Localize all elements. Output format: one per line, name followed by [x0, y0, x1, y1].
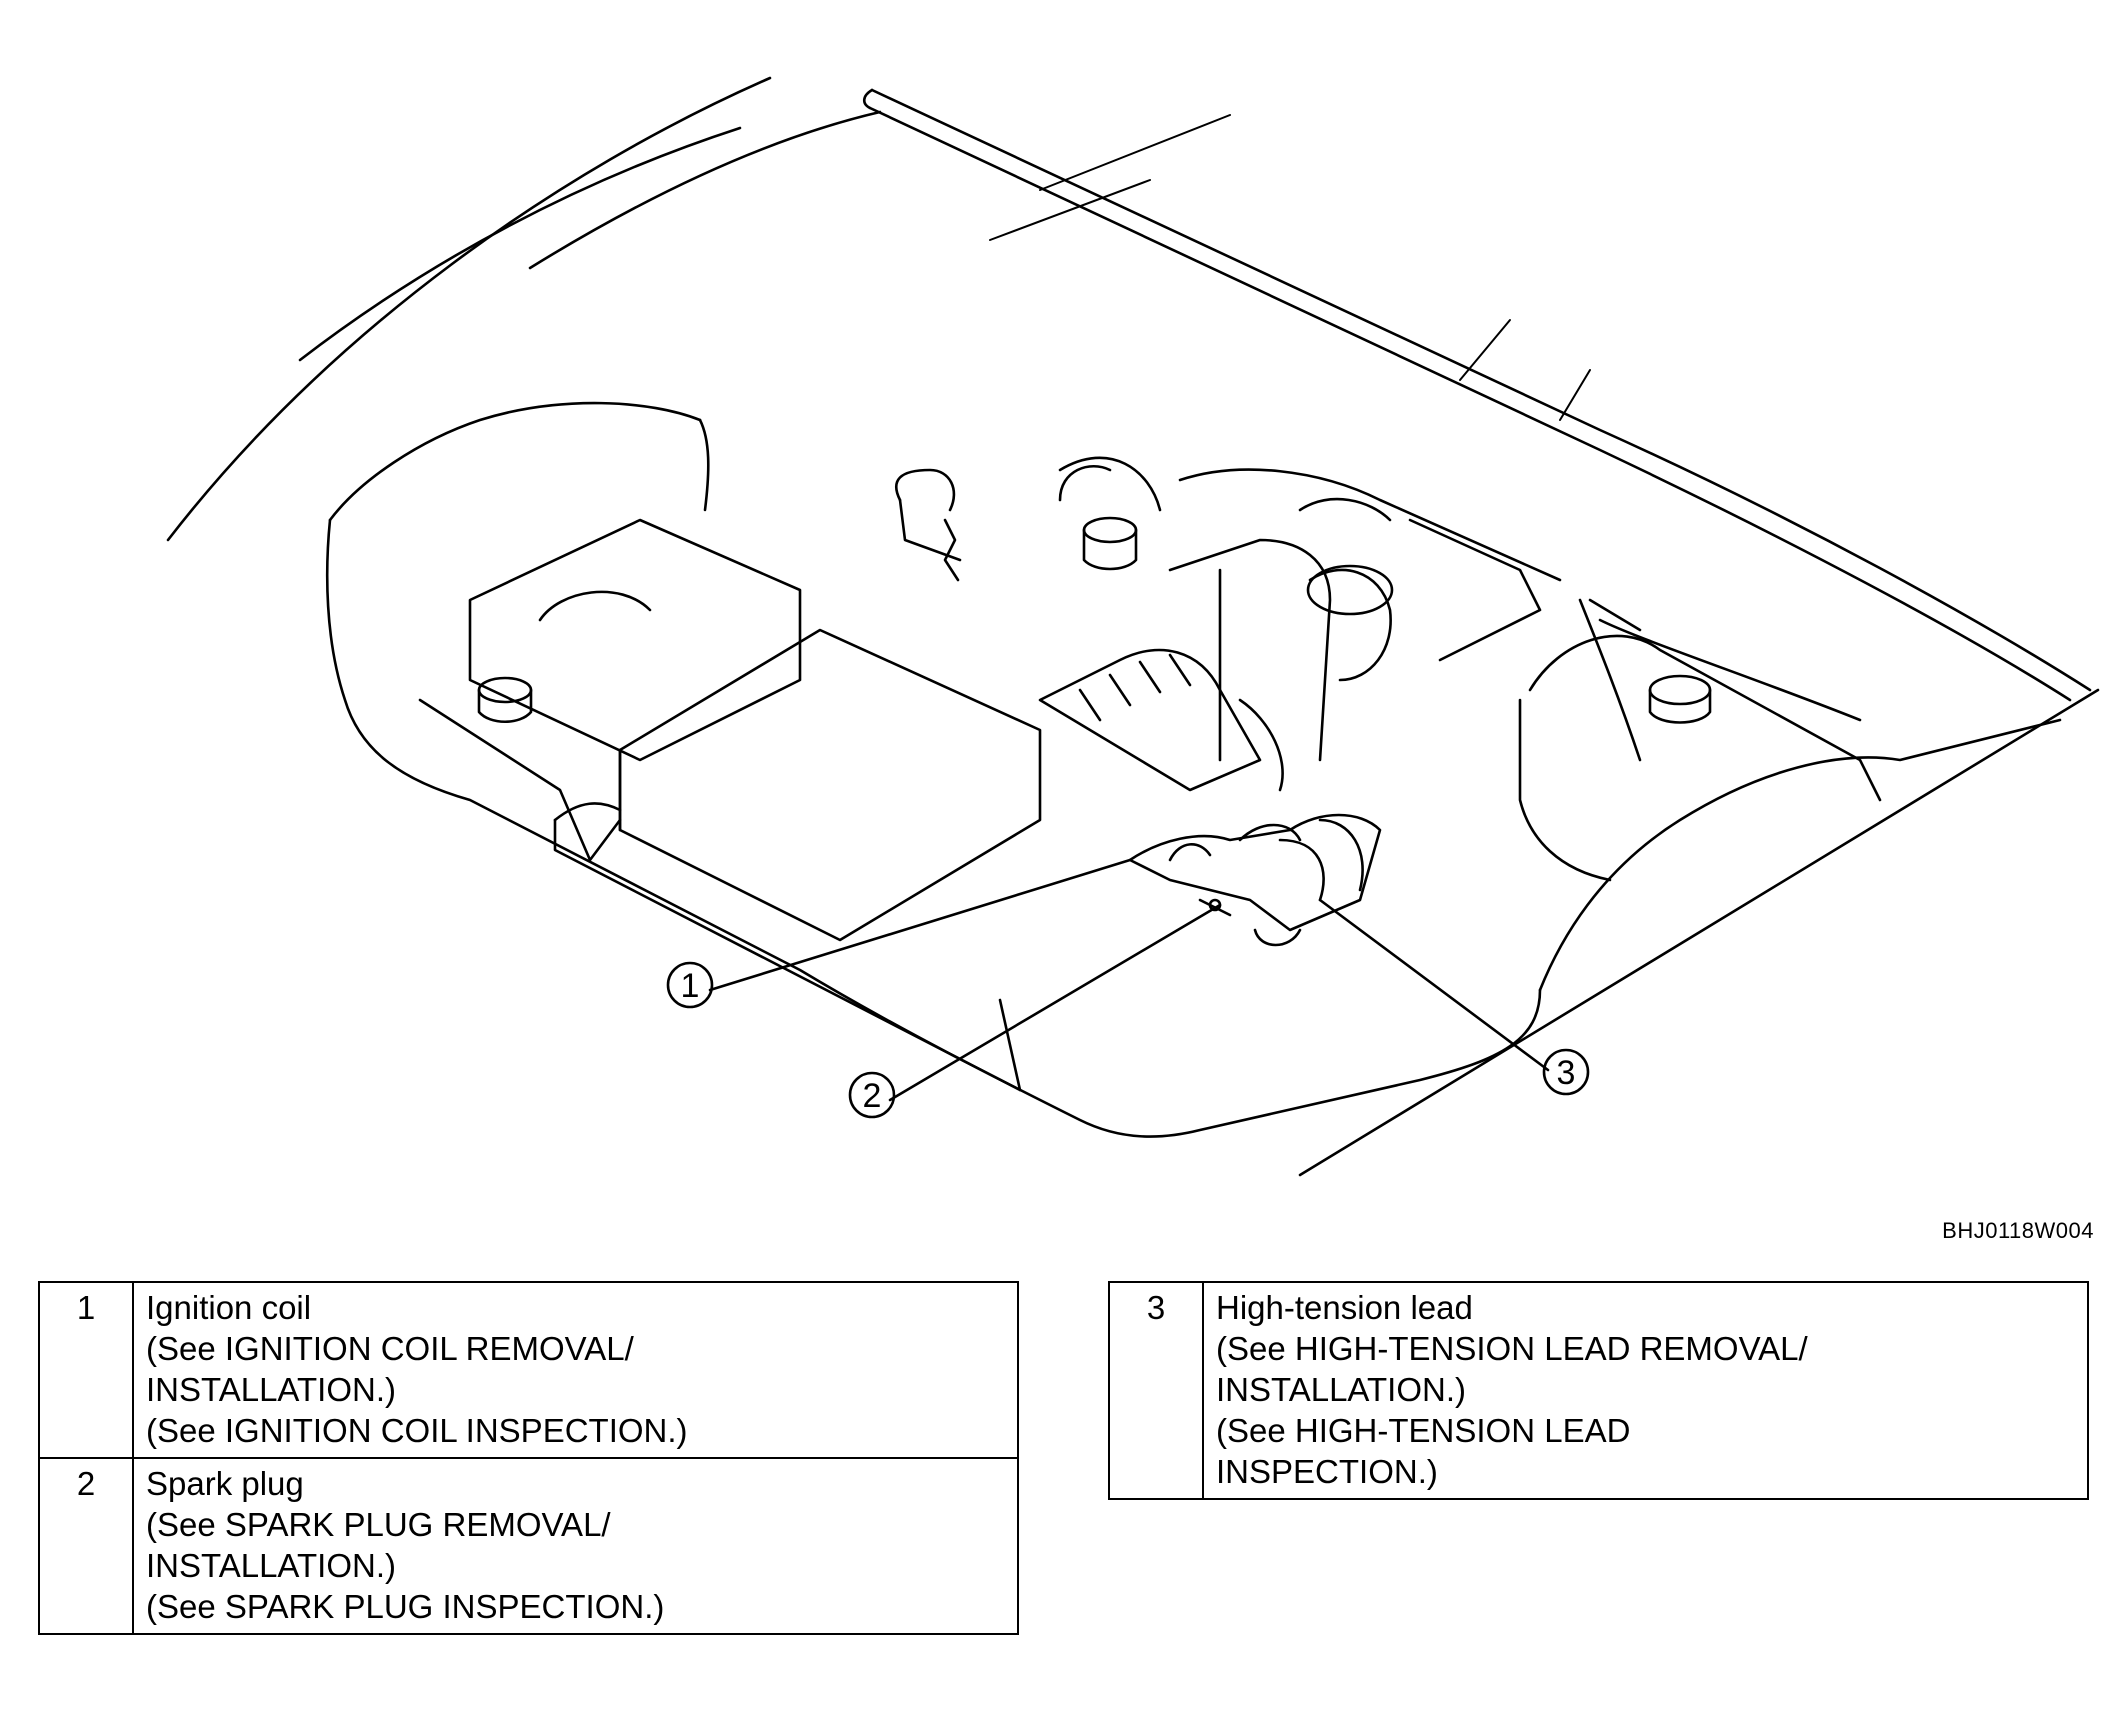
legend-reference: INSTALLATION.) [1216, 1371, 1466, 1408]
air-cleaner-box [553, 628, 1042, 1092]
legend-reference: INSPECTION.) [1216, 1453, 1438, 1490]
leader-line-1 [708, 858, 1132, 992]
legend-part-name: Spark plug [146, 1465, 304, 1502]
callout-2: 2 [848, 1071, 896, 1119]
legend-reference: (See HIGH-TENSION LEAD REMOVAL/ [1216, 1330, 1808, 1367]
legend-description: Ignition coil (See IGNITION COIL REMOVAL… [132, 1281, 1019, 1459]
callout-1: 1 [666, 961, 714, 1009]
callout-3-label: 3 [1557, 1054, 1576, 1092]
leader-lines [708, 858, 1550, 1102]
legend-table-right: 3 High-tension lead (See HIGH-TENSION LE… [1108, 1281, 2089, 1500]
legend-reference: (See IGNITION COIL REMOVAL/ [146, 1330, 634, 1367]
legend-description: High-tension lead (See HIGH-TENSION LEAD… [1202, 1281, 2089, 1500]
legend-reference: (See HIGH-TENSION LEAD [1216, 1412, 1631, 1449]
engine-bay-illustration: 1 2 3 [166, 76, 2100, 1177]
legend-reference: INSTALLATION.) [146, 1371, 396, 1408]
legend-description: Spark plug (See SPARK PLUG REMOVAL/ INST… [132, 1457, 1019, 1635]
engine-block [895, 456, 1562, 792]
legend-number: 2 [38, 1457, 134, 1635]
legend-row-3: 3 High-tension lead (See HIGH-TENSION LE… [1108, 1281, 2089, 1500]
legend-number: 3 [1108, 1281, 1204, 1500]
leader-line-2 [888, 903, 1222, 1102]
legend-part-name: High-tension lead [1216, 1289, 1473, 1326]
engine-bay-outline [325, 401, 2062, 1138]
callout-3: 3 [1542, 1048, 1590, 1096]
legend-reference: (See IGNITION COIL INSPECTION.) [146, 1412, 688, 1449]
right-strut-tower [1518, 598, 1882, 882]
legend-row-2: 2 Spark plug (See SPARK PLUG REMOVAL/ IN… [38, 1457, 1019, 1635]
legend-reference: (See SPARK PLUG INSPECTION.) [146, 1588, 665, 1625]
leader-line-3 [1318, 898, 1550, 1072]
ignition-coil-cluster [1128, 813, 1382, 947]
legend-part-name: Ignition coil [146, 1289, 312, 1326]
legend-number: 1 [38, 1281, 134, 1459]
legend-reference: INSTALLATION.) [146, 1547, 396, 1584]
left-strut-tower [418, 518, 802, 862]
callout-1-label: 1 [681, 967, 700, 1005]
callout-2-label: 2 [863, 1077, 882, 1115]
legend-table-left: 1 Ignition coil (See IGNITION COIL REMOV… [38, 1281, 1019, 1635]
hood-outline [166, 76, 2100, 1177]
figure-code: BHJ0118W004 [1942, 1218, 2094, 1243]
legend-row-1: 1 Ignition coil (See IGNITION COIL REMOV… [38, 1281, 1019, 1459]
legend-reference: (See SPARK PLUG REMOVAL/ [146, 1506, 611, 1543]
